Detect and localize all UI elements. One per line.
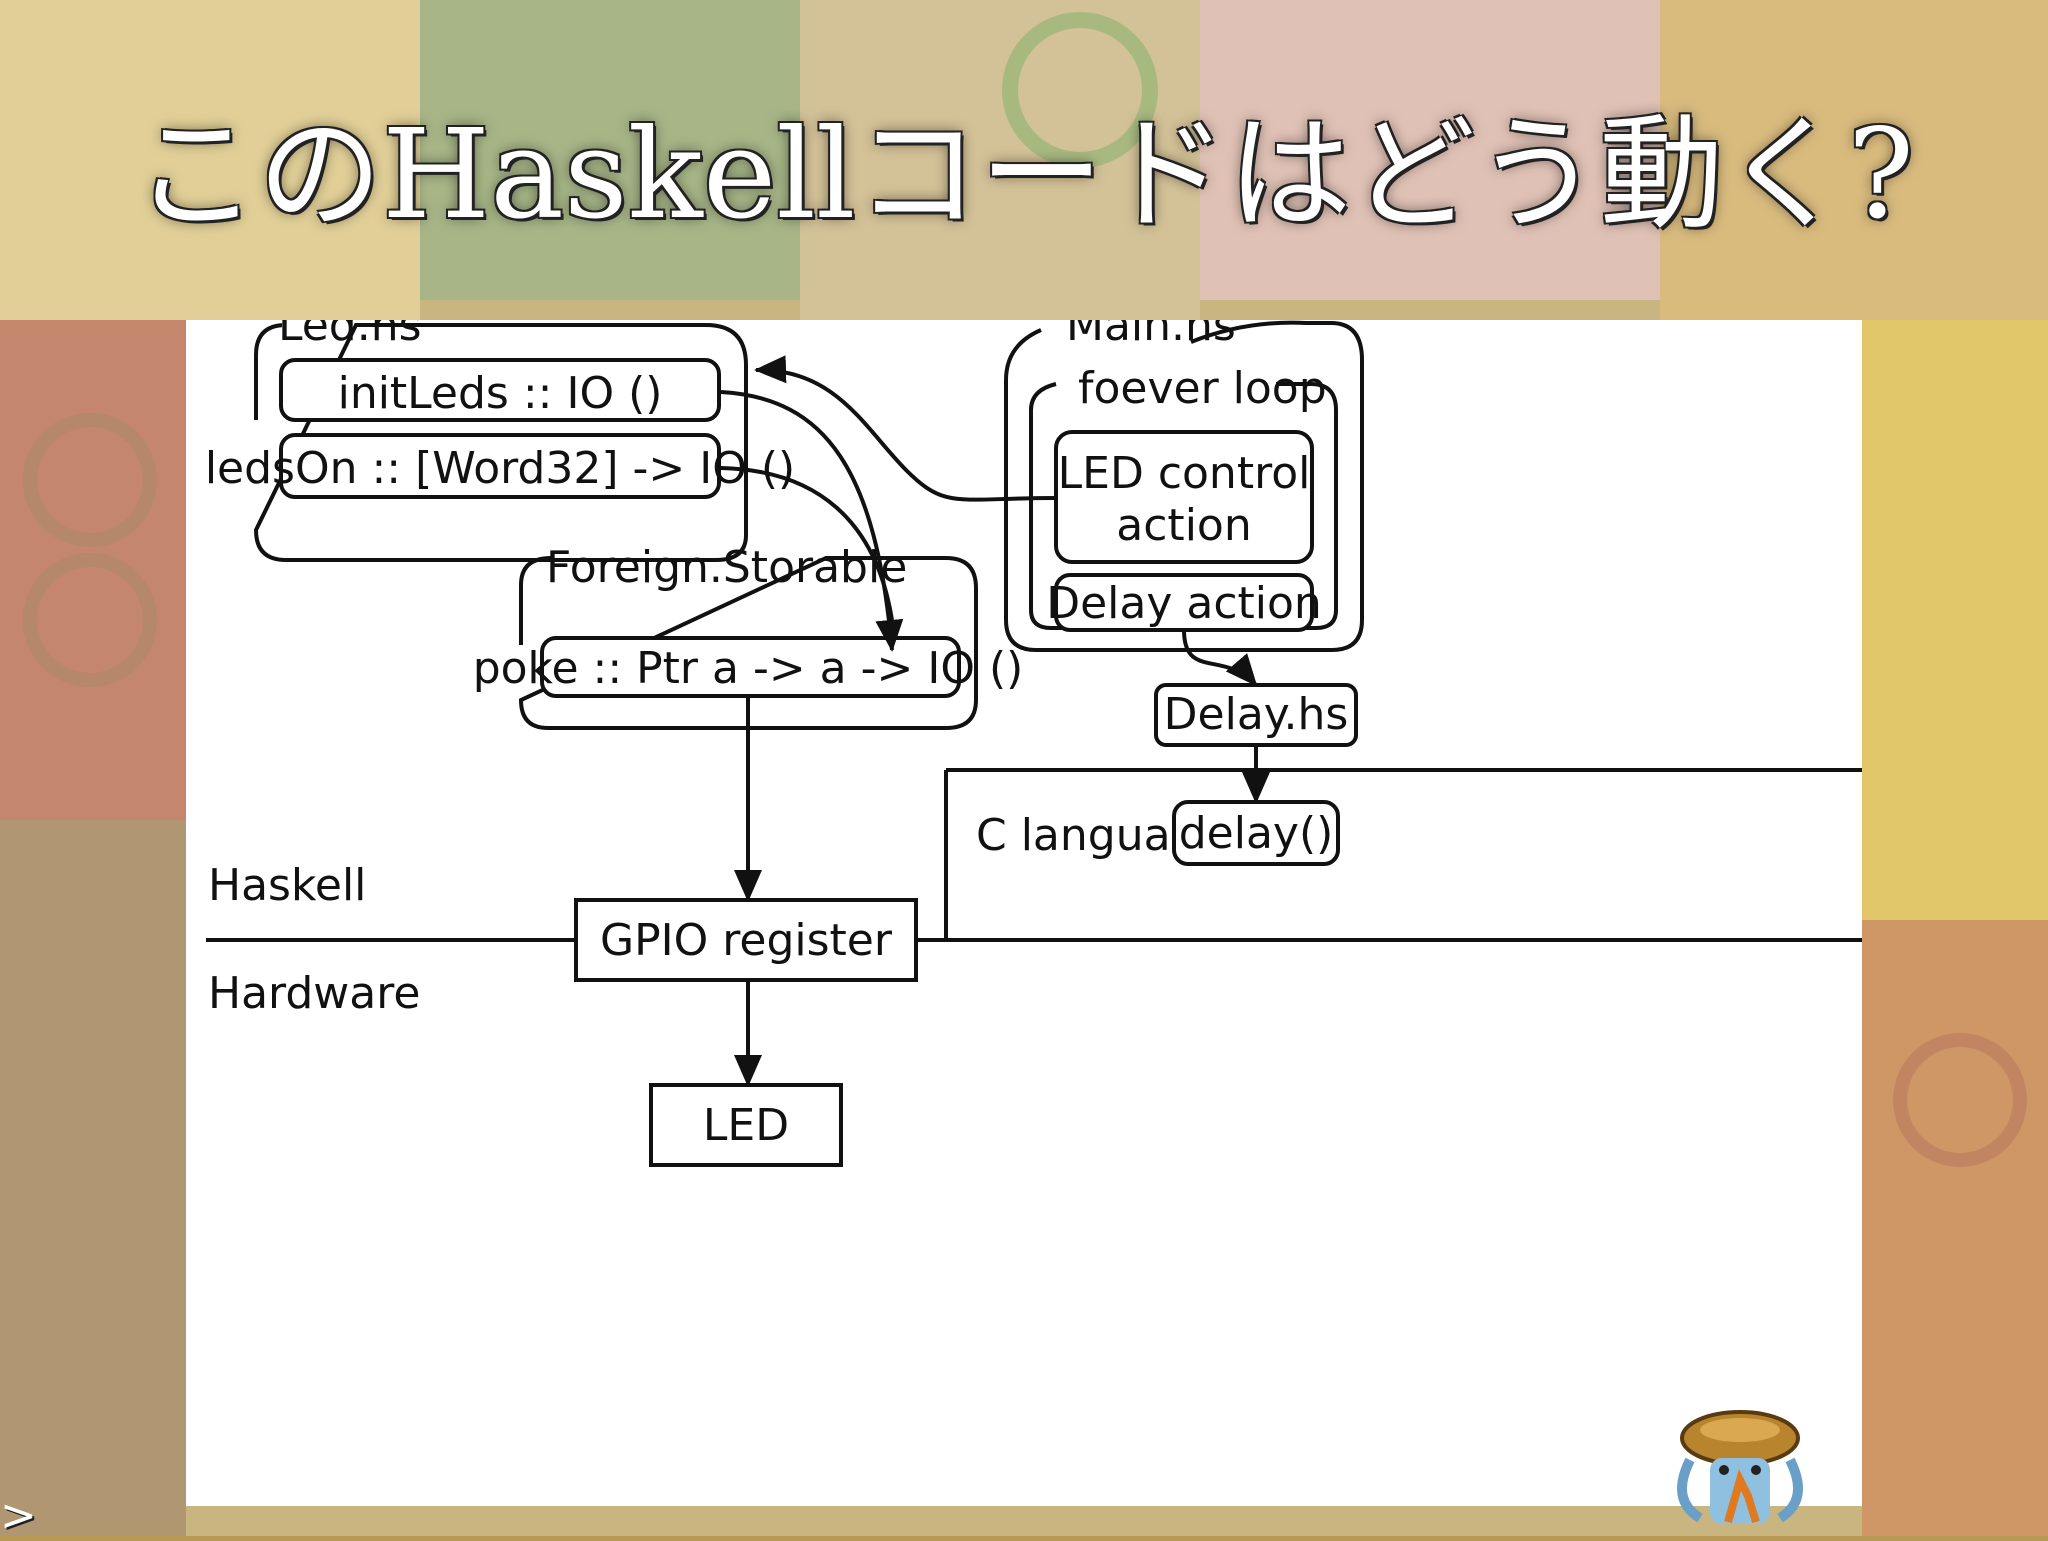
c-language-region: C language delay() [944,768,1862,940]
foreign-storable-label: Foreign.Storable [546,542,907,593]
delay-fn-label: delay() [1179,808,1334,859]
corner-glyph: > [0,1490,37,1541]
led-control-action-line1: LED control [1058,448,1311,499]
poke-label: poke :: Ptr a -> a -> IO () [473,643,1024,694]
forever-loop-label: foever loop [1078,363,1327,414]
led-control-action-line2: action [1116,500,1251,551]
gpio-register-label: GPIO register [600,915,893,966]
leds-on-label: ledsOn :: [Word32] -> IO () [205,443,795,494]
foreign-storable-module: Foreign.Storable poke :: Ptr a -> a -> I… [473,542,1024,730]
slide-title: このHaskellコードはどう動く? [133,103,1915,247]
hardware-blocks: GPIO register LED [574,898,918,1167]
led-hs-module: Led.hs initLeds :: IO () ledsOn :: [Word… [205,320,795,562]
init-leds-label: initLeds :: IO () [338,368,663,419]
main-hs-module: Main.hs foever loop LED control action D… [1004,320,1364,652]
hardware-layer-label: Hardware [208,968,420,1019]
diagram-panel: Led.hs initLeds :: IO () ledsOn :: [Word… [186,320,1862,1506]
delay-action-label: Delay action [1046,578,1322,629]
connectors [720,355,1270,1087]
led-hs-label: Led.hs [278,320,422,351]
delay-hs-module: Delay.hs [1154,683,1358,747]
main-hs-label: Main.hs [1066,320,1236,351]
haskell-layer-label: Haskell [208,860,366,911]
delay-hs-label: Delay.hs [1164,689,1349,740]
haskell-mascot-icon [1677,1410,1803,1524]
layer-boundary: Haskell Hardware [206,860,1862,1019]
led-label: LED [703,1100,789,1151]
